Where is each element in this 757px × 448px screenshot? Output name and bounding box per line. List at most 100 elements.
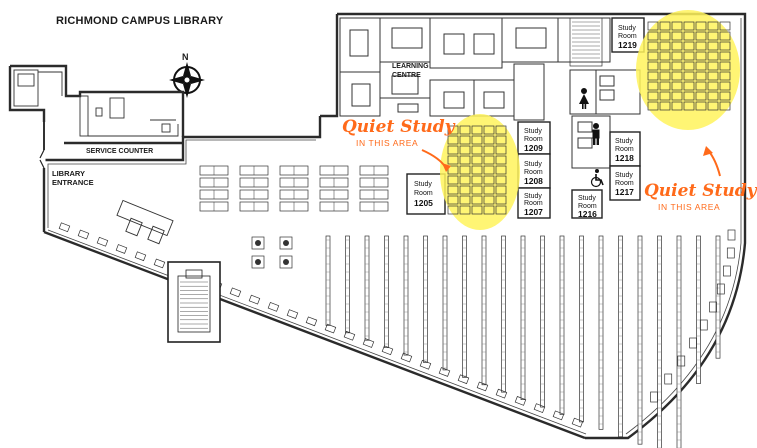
- svg-text:Room: Room: [615, 146, 634, 153]
- study-carrel: [495, 175, 507, 185]
- study-carrel: [471, 135, 483, 145]
- study-carrel: [483, 195, 495, 205]
- table-center: [283, 259, 289, 265]
- study-carrel: [459, 155, 471, 165]
- study-carrel: [719, 61, 731, 71]
- study-carrel: [659, 31, 671, 41]
- study-carrel: [671, 71, 683, 81]
- svg-text:1205: 1205: [414, 198, 433, 208]
- svg-text:Study: Study: [524, 161, 542, 168]
- study-carrel: [447, 195, 459, 205]
- carrel-desk: [689, 337, 697, 349]
- study-carrel: [683, 31, 695, 41]
- svg-text:Room: Room: [524, 200, 543, 207]
- study-carrel: [695, 51, 707, 61]
- study-carrel: [483, 205, 495, 215]
- study-carrel: [471, 185, 483, 195]
- study-carrel: [483, 165, 495, 175]
- study-carrel: [671, 21, 683, 31]
- study-carrel: [495, 135, 507, 145]
- learning-centre-label-line2: CENTRE: [392, 72, 421, 79]
- study-carrel: [695, 71, 707, 81]
- svg-text:1209: 1209: [524, 143, 543, 153]
- study-carrel: [447, 165, 459, 175]
- carrel-desk: [96, 236, 109, 247]
- stack-shelf: [559, 235, 565, 415]
- carrel-desk: [514, 396, 527, 406]
- study-carrel: [719, 21, 731, 31]
- study-carrel: [647, 31, 659, 41]
- study-carrel: [447, 125, 459, 135]
- study-carrel: [659, 71, 671, 81]
- study-carrel: [659, 21, 671, 31]
- study-carrel: [483, 175, 495, 185]
- study-carrel: [707, 91, 719, 101]
- study-carrel: [707, 21, 719, 31]
- svg-text:1216: 1216: [578, 209, 597, 219]
- stack-shelf: [618, 235, 623, 438]
- study-room-1208[interactable]: Study Room 1208: [524, 161, 543, 186]
- study-carrel: [659, 51, 671, 61]
- carrel-desk: [699, 319, 708, 331]
- study-carrel: [683, 21, 695, 31]
- study-carrel: [719, 51, 731, 61]
- svg-text:Quiet Study: Quiet Study: [342, 117, 456, 137]
- stairs-icon: [180, 281, 208, 329]
- restroom-women-icon: [579, 88, 589, 109]
- compass-rose-icon: [169, 62, 205, 98]
- svg-text:Study: Study: [414, 181, 432, 188]
- carrel-desk: [727, 229, 736, 241]
- study-room-1219[interactable]: Study Room 1219: [618, 25, 637, 50]
- round-tables: [251, 236, 293, 269]
- carrel-desk: [381, 345, 394, 356]
- carrel-desk: [229, 287, 242, 298]
- study-carrel: [471, 165, 483, 175]
- restroom-men-icon: [592, 123, 600, 145]
- study-carrel: [647, 71, 659, 81]
- study-carrel: [707, 51, 719, 61]
- table-center: [255, 240, 261, 246]
- svg-text:Room: Room: [615, 180, 634, 187]
- study-carrel: [647, 41, 659, 51]
- study-room-1216[interactable]: Study Room 1216: [578, 195, 597, 219]
- open-study-tables: [199, 165, 389, 212]
- study-carrel: [483, 155, 495, 165]
- carrel-desk: [267, 301, 280, 312]
- study-room-1209[interactable]: Study Room 1209: [524, 128, 543, 153]
- table-center: [255, 259, 261, 265]
- service-area: [13, 69, 179, 158]
- svg-text:Room: Room: [578, 203, 597, 210]
- carrel-desk: [153, 258, 166, 269]
- study-carrel: [671, 91, 683, 101]
- study-carrel: [719, 31, 731, 41]
- study-carrel: [483, 145, 495, 155]
- carrel-desk: [115, 244, 128, 254]
- study-carrel: [459, 185, 471, 195]
- svg-text:IN THIS AREA: IN THIS AREA: [658, 202, 720, 212]
- svg-text:Room: Room: [524, 136, 543, 143]
- stack-shelf: [657, 235, 662, 448]
- study-carrel: [695, 31, 707, 41]
- study-room-1218[interactable]: Study Room 1218: [615, 138, 634, 163]
- svg-text:1217: 1217: [615, 187, 634, 197]
- entrance-doors: [39, 149, 46, 169]
- study-carrel: [495, 165, 507, 175]
- carrel-desk: [533, 403, 546, 414]
- study-room-1217[interactable]: Study Room 1217: [615, 172, 634, 197]
- carrel-desk: [677, 355, 686, 367]
- study-carrel: [671, 81, 683, 91]
- carrel-desk: [286, 309, 299, 319]
- study-room-1205[interactable]: Study Room 1205: [414, 181, 433, 208]
- study-carrel: [671, 61, 683, 71]
- study-carrel: [459, 125, 471, 135]
- carrel-desk: [400, 352, 413, 363]
- study-room-1207[interactable]: Study Room 1207: [524, 193, 543, 217]
- quiet-study-callout-northeast: Quiet Study IN THIS AREA: [644, 146, 757, 212]
- carrel-desk: [77, 229, 90, 240]
- carrel-desk: [476, 381, 489, 392]
- study-carrel: [483, 135, 495, 145]
- study-carrel: [647, 51, 659, 61]
- quiet-study-callout-central: Quiet Study IN THIS AREA: [342, 117, 456, 172]
- carrel-desk: [305, 316, 318, 327]
